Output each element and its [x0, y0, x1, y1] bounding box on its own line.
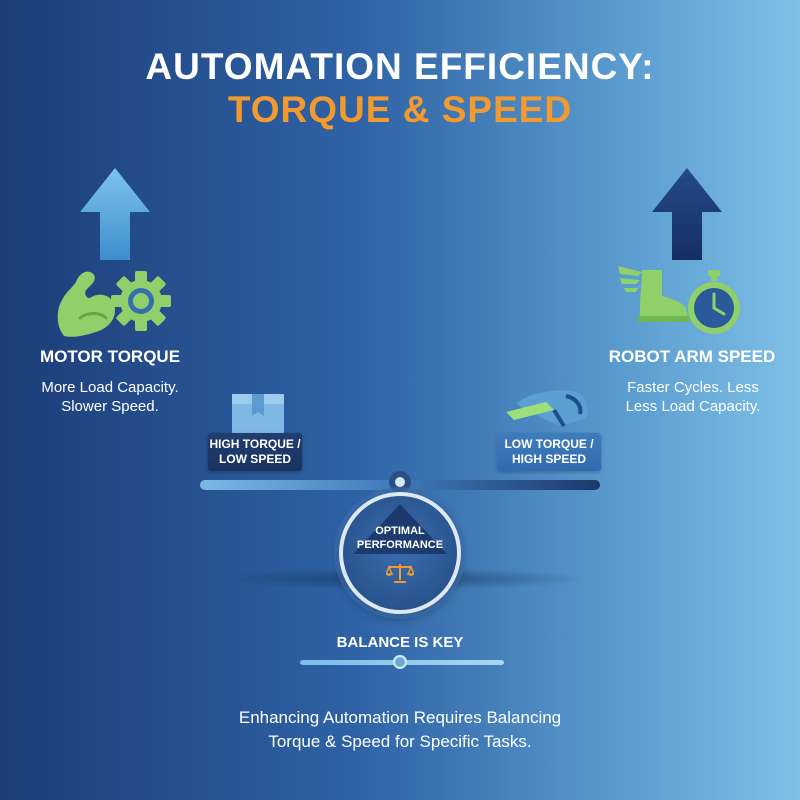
winged-boot-icon: [618, 266, 690, 322]
flexed-arm-icon: [57, 271, 116, 337]
low-torque-label-line-2: HIGH SPEED: [511, 452, 586, 466]
high-torque-label-line-1: HIGH TORQUE /: [209, 437, 301, 451]
badge-triangle: [353, 504, 447, 554]
robot-arm-speed-heading: ROBOT ARM SPEED: [608, 347, 776, 366]
footer-line-1: Enhancing Automation Requires Balancing: [238, 708, 562, 727]
right-arrow-up-icon: [652, 168, 722, 260]
stopwatch-icon: [688, 270, 740, 334]
optimal-text-line-1: OPTIMAL: [375, 525, 425, 537]
high-torque-low-speed-label: HIGH TORQUE / LOW SPEED: [208, 433, 302, 471]
optimal-text-line-2: PERFORMANCE: [356, 539, 444, 551]
optimal-performance-badge: OPTIMAL PERFORMANCE: [339, 492, 461, 614]
motor-torque-desc-line-1: More Load Capacity.: [41, 379, 179, 396]
box-icon: [232, 394, 284, 434]
low-torque-high-speed-label: LOW TORQUE / HIGH SPEED: [497, 433, 601, 471]
balance-is-key-label: BALANCE IS KEY: [336, 634, 464, 651]
title-line-2: TORQUE & SPEED: [227, 89, 573, 130]
motor-torque-desc-line-2: Slower Speed.: [61, 398, 159, 415]
high-torque-label-line-2: LOW SPEED: [218, 452, 291, 466]
robot-arm-speed-desc-line-1: Faster Cycles. Less: [627, 379, 759, 396]
title-line-1: AUTOMATION EFFICIENCY:: [145, 46, 655, 87]
robot-arm-speed-desc-line-2: Less Load Capacity.: [625, 398, 761, 415]
footer-text: Enhancing Automation Requires Balancing …: [0, 706, 800, 754]
low-torque-label-line-1: LOW TORQUE /: [504, 437, 594, 451]
gear-icon: [111, 271, 171, 331]
balance-slider-thumb: [393, 655, 407, 669]
robot-gripper-icon: [506, 390, 588, 428]
left-arrow-up-icon: [80, 168, 150, 260]
balance-scale-icon: [386, 564, 414, 583]
optimal-performance-text: OPTIMAL PERFORMANCE: [343, 524, 457, 552]
balance-beam: [200, 471, 600, 493]
motor-torque-heading: MOTOR TORQUE: [39, 347, 181, 366]
footer-line-2: Torque & Speed for Specific Tasks.: [268, 732, 532, 751]
